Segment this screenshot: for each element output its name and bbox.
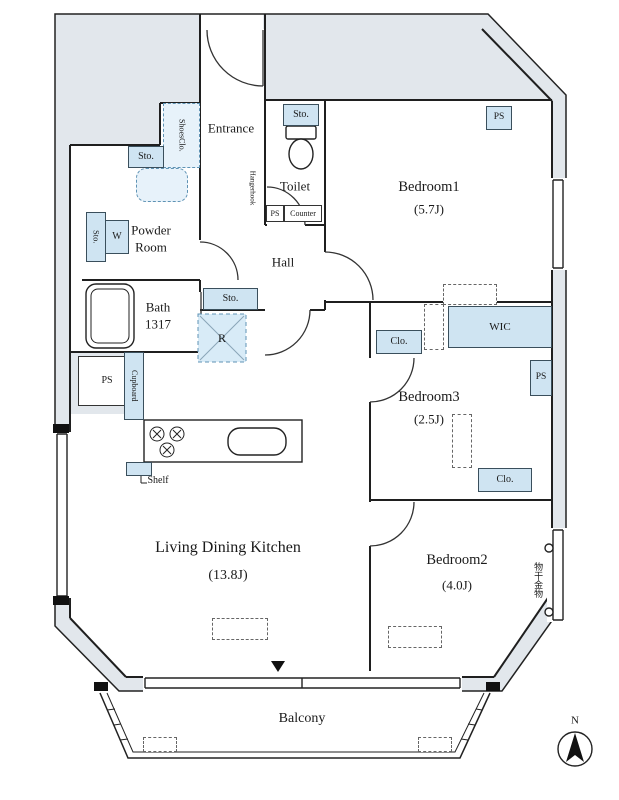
bedroom1-label: Bedroom1 [398,178,460,195]
ldk-label: Living Dining Kitchen [155,539,301,556]
washbasin [136,168,188,202]
powder-room-label-line1: Powder [131,222,171,238]
counter-label: Counter [290,208,316,218]
ldk-door-arc [264,309,311,356]
dashed-box-bedroom1 [443,284,497,305]
stove-burner [149,426,165,442]
powder-room-label-line2: Room [135,239,167,255]
closet-label: Clo. [496,474,514,485]
toilet-tank [285,125,317,140]
hall-label: Hall [271,254,295,270]
cupboard-label: Cupboard [130,370,139,402]
fixtures [85,125,317,484]
compass [557,731,593,767]
storage-label: Sto. [222,293,239,304]
shoes-closet-box: ShoesClo. [163,103,200,168]
storage-box-left: Sto. [86,212,106,262]
storage-label: Sto. [138,151,154,162]
entrance-opening [201,12,263,31]
compass-needle [566,733,584,762]
pipe-space-box-right: PS [530,360,552,396]
bedroom3-label: Bedroom3 [398,388,460,405]
toilet-bowl [288,138,314,170]
kitchen-sink [227,427,287,456]
balcony-rail [99,692,491,759]
bedroom2-label: Bedroom2 [426,551,488,568]
pillars [53,424,500,691]
escape-hatch-marker [271,661,285,672]
cupboard-box: Cupboard [124,352,144,420]
laundry-hooks [544,543,554,617]
walk-in-closet-box: WIC [448,306,552,348]
counter-box: Counter [284,205,322,222]
bedroom1-size-label: (5.7J) [414,201,444,217]
stove-burner [169,426,185,442]
bedroom1-door-arc [324,251,374,301]
bathtub [85,283,135,349]
bedroom3-door-arc [369,357,415,403]
dashed-box-bedroom3 [452,414,472,468]
shelf-box [126,462,152,476]
closet-label: Clo. [390,336,408,347]
storage-box-powder: Sto. [128,146,164,168]
pipe-space-label: PS [101,375,113,386]
storage-box-toilet: Sto. [283,104,319,126]
stove-burner [159,442,175,458]
shoes-closet-label: ShoesClo. [177,119,187,152]
walk-in-closet-label: WIC [489,320,511,333]
bedroom2-door-arc [369,501,415,547]
pipe-space-label: PS [535,372,547,383]
dashed-box-balcony-right [418,737,452,752]
hanger-hook-label: Hangerhook [248,170,257,206]
dashed-box-bedroom2 [388,626,442,648]
shelf-tick [140,476,147,484]
laundry-hardware-label: 物干金物 [533,562,544,598]
balcony-label: Balcony [278,711,326,726]
closet-box-bedroom3-south: Clo. [478,468,532,492]
bath-label: Bath [145,299,171,315]
storage-label: Sto. [91,230,102,244]
dashed-box-balcony-left [143,737,177,752]
powder-door-arc [199,241,239,281]
washer-label: W [112,231,122,242]
pipe-space-box-topright: PS [486,106,512,130]
entrance-label: Entrance [207,120,255,136]
closet-box-bedroom3: Clo. [376,330,422,354]
entrance-door-arc [206,29,264,87]
pipe-space-label: PS [270,208,280,218]
storage-label: Sto. [293,109,309,120]
ldk-size-label: (13.8J) [208,568,248,583]
pipe-space-box-toilet: PS [266,205,284,222]
storage-box-hall: Sto. [203,288,258,310]
pipe-space-label: PS [493,112,505,123]
windows [51,178,568,693]
toilet-label: Toilet [279,178,311,194]
bath-size-label: 1317 [145,316,171,332]
dashed-box-wic [424,304,444,350]
compass-north-label: N [571,714,579,727]
dashed-box-ldk [212,618,268,640]
washer-box: W [105,220,129,254]
bedroom2-size-label: (4.0J) [442,577,472,593]
shelf-label: Shelf [147,475,169,486]
refrigerator-label: R [217,331,227,345]
bedroom3-size-label: (2.5J) [414,411,444,427]
